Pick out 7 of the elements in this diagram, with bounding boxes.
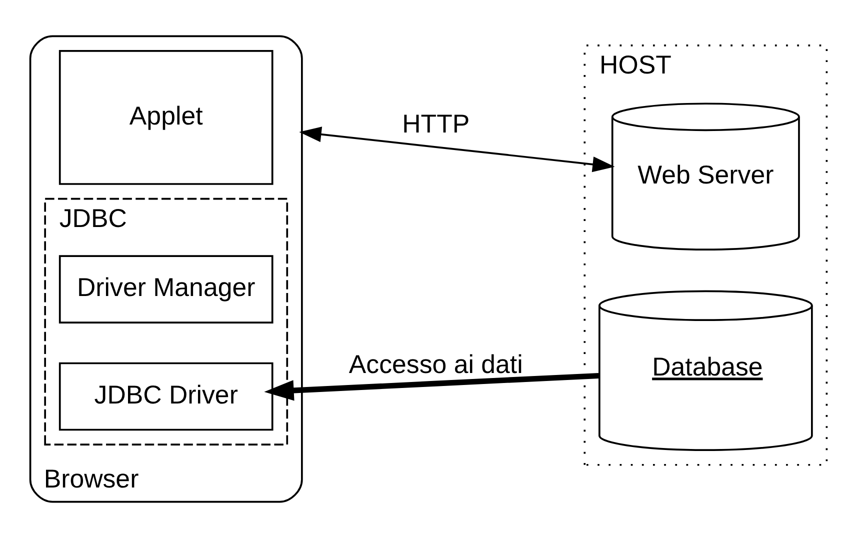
arrow bbox=[264, 372, 599, 401]
node-box: Driver Manager bbox=[58, 255, 274, 324]
node-box: JDBC Driver bbox=[58, 362, 274, 431]
arrow bbox=[299, 126, 615, 172]
node-box: Applet bbox=[58, 50, 274, 185]
edge-label: HTTP bbox=[402, 110, 470, 139]
edge-label: Accesso ai dati bbox=[348, 350, 523, 379]
